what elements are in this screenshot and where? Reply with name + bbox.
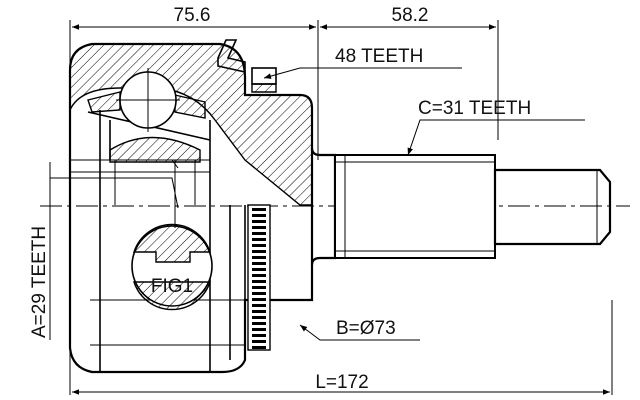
- labels: 75.6 58.2 48 TEETH C=31 TEETH B=Ø73 L=17…: [29, 5, 531, 393]
- retaining-clip: [217, 39, 246, 73]
- abs-ring-tooth: [252, 304, 266, 307]
- callout-29-teeth: A=29 TEETH: [29, 226, 50, 338]
- abs-ring-tooth: [252, 268, 266, 271]
- fig1-marker: [131, 159, 213, 311]
- abs-ring-tooth: [252, 226, 266, 229]
- abs-ring: [247, 204, 271, 351]
- abs-ring-tooth: [252, 214, 266, 217]
- abs-ring-tooth: [252, 232, 266, 235]
- dim-label-overall: L=172: [315, 372, 368, 393]
- abs-ring-tooth: [252, 220, 266, 223]
- leader-lines: [49, 67, 585, 341]
- callout-31-teeth: C=31 TEETH: [418, 98, 531, 119]
- callout-48-teeth: 48 TEETH: [335, 46, 423, 67]
- abs-ring-tooth: [252, 340, 266, 343]
- output-shaft: [310, 147, 612, 266]
- outer-housing: [68, 42, 314, 374]
- abs-ring-tooth: [252, 280, 266, 283]
- abs-ring-tooth: [252, 322, 266, 325]
- dim-label-75-6: 75.6: [174, 5, 211, 26]
- abs-ring-tooth: [252, 328, 266, 331]
- abs-ring-tooth: [252, 208, 266, 211]
- abs-ring-tooth: [252, 292, 266, 295]
- abs-ring-tooth: [252, 262, 266, 265]
- abs-ring-tooth: [252, 256, 266, 259]
- ball: [116, 68, 180, 132]
- abs-ring-tooth: [252, 346, 266, 349]
- abs-ring-tooth: [252, 274, 266, 277]
- callout-abs-ring: B=Ø73: [336, 318, 396, 339]
- inner-race: [87, 91, 211, 163]
- abs-ring-tooth: [252, 316, 266, 319]
- abs-ring-tooth: [252, 286, 266, 289]
- abs-ring-tooth: [252, 250, 266, 253]
- abs-ring-tooth: [252, 310, 266, 313]
- abs-ring-tooth: [252, 244, 266, 247]
- dim-label-58-2: 58.2: [392, 5, 429, 26]
- abs-ring-tooth: [252, 298, 266, 301]
- fig1-label: FIG1: [151, 276, 193, 297]
- abs-ring-tooth: [252, 238, 266, 241]
- abs-ring-tooth: [252, 334, 266, 337]
